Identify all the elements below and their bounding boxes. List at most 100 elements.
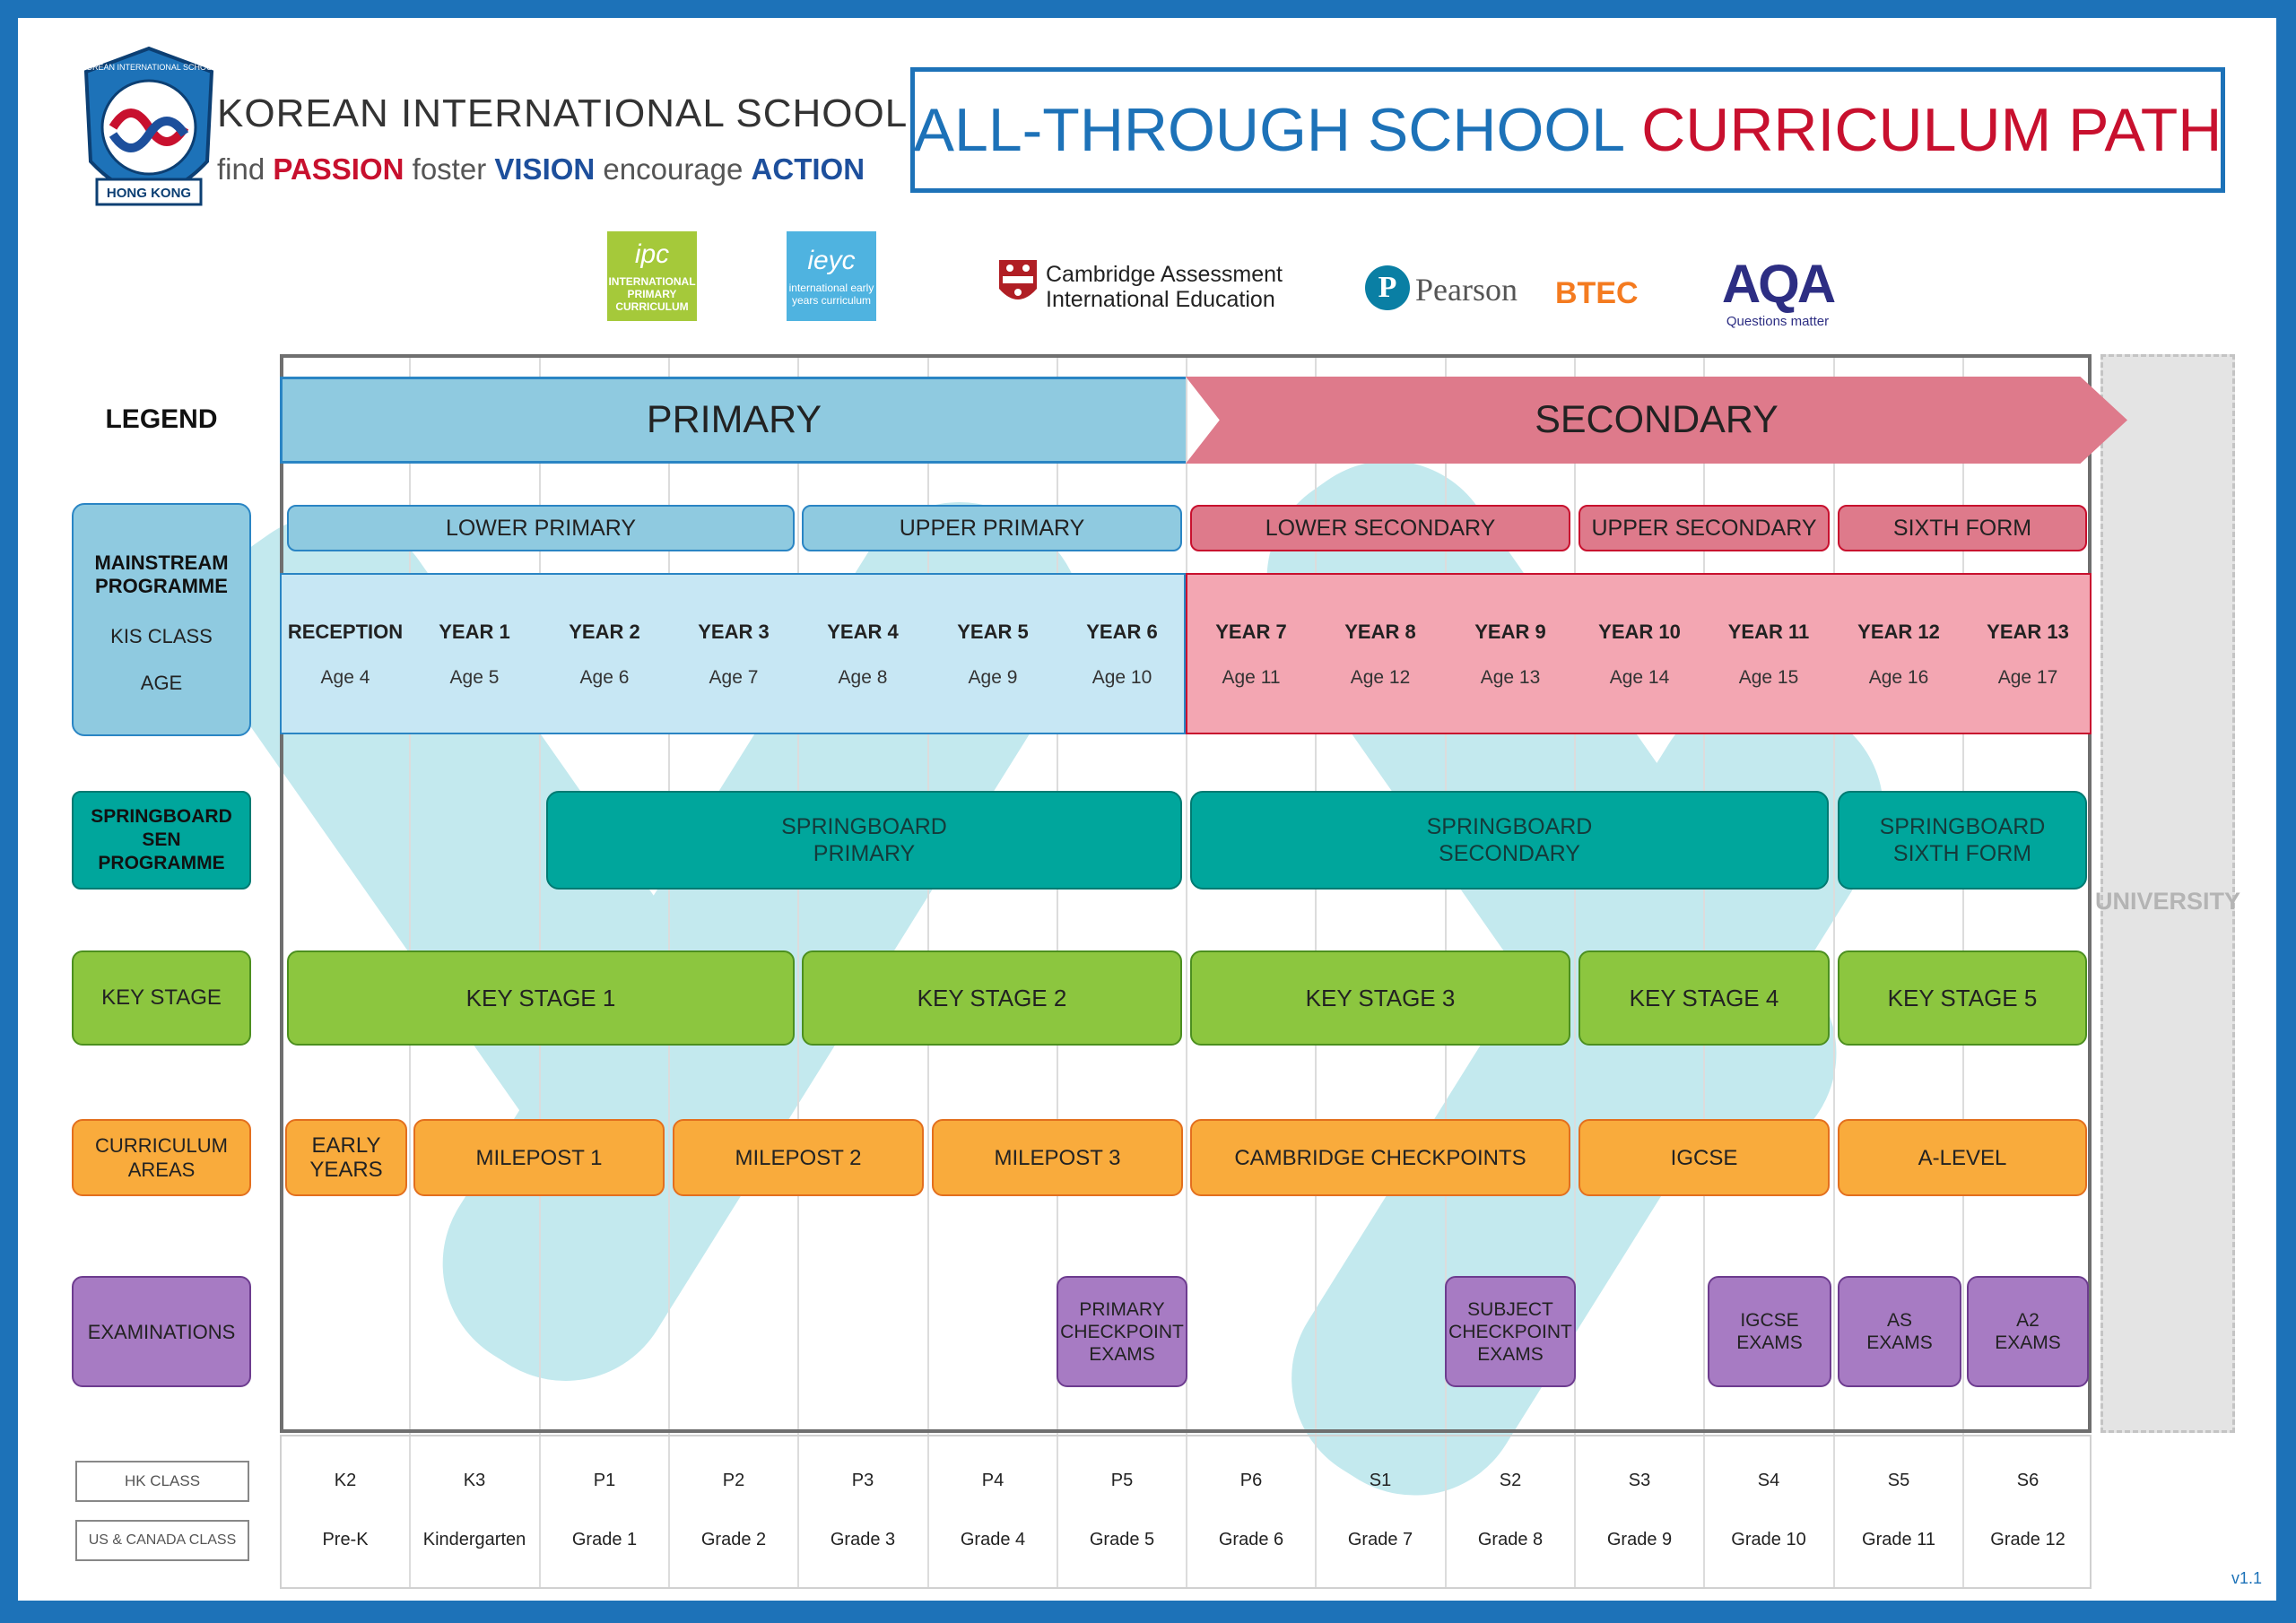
- tagline-word: encourage: [603, 152, 744, 186]
- pearson-name: Pearson: [1415, 272, 1518, 308]
- exam-label: SUBJECT: [1467, 1298, 1553, 1320]
- year-name: YEAR 13: [1987, 621, 2069, 643]
- exam-label: EXAMS: [1736, 1332, 1803, 1353]
- ieyc-logo: ieyc international early years curriculu…: [787, 231, 876, 321]
- cambridge-line-1: Cambridge Assessment: [1046, 262, 1283, 287]
- year-age: Age 9: [968, 667, 1018, 688]
- crest-ribbon-text: HONG KONG: [107, 186, 191, 201]
- springboard-label: SECONDARY: [1439, 841, 1580, 866]
- hk-class-cell: P6: [1239, 1471, 1263, 1490]
- ieyc-logo-mark: ieyc: [807, 246, 856, 275]
- cambridge-line-2: International Education: [1046, 287, 1275, 312]
- primary-band-label: PRIMARY: [646, 398, 822, 441]
- year-age: Age 4: [320, 667, 370, 688]
- class-equivalence-grid: [280, 1435, 2092, 1589]
- tagline-word: foster: [412, 152, 487, 186]
- exam-label: EXAMS: [1995, 1332, 2061, 1353]
- year-age: Age 10: [1091, 667, 1152, 688]
- springboard-secondary: SPRINGBOARD SECONDARY: [1190, 791, 1829, 890]
- phase-lower-secondary: LOWER SECONDARY: [1190, 505, 1570, 551]
- us-class-cell: Grade 6: [1218, 1530, 1284, 1549]
- us-class-cell: Pre-K: [322, 1530, 369, 1549]
- column-divider: [1833, 354, 1835, 1587]
- legend-text: PROGRAMME: [98, 853, 225, 873]
- year-name: YEAR 8: [1344, 621, 1416, 643]
- us-class-cell: Grade 12: [1990, 1530, 2066, 1549]
- springboard-sixth-form: SPRINGBOARD SIXTH FORM: [1838, 791, 2087, 890]
- year-age: Age 6: [579, 667, 630, 688]
- us-class-cell: Grade 1: [571, 1530, 638, 1549]
- aqa-name: AQA: [1721, 254, 1836, 314]
- year-cell: YEAR 4 Age 8: [798, 610, 927, 699]
- primary-years-row: [280, 573, 1186, 734]
- hk-class-cell: P4: [981, 1471, 1004, 1490]
- column-divider: [1574, 354, 1576, 1587]
- exam-label: A2: [2016, 1310, 2039, 1331]
- us-class-cell: Grade 5: [1089, 1530, 1155, 1549]
- version-label: v1.1: [2231, 1569, 2263, 1587]
- year-age: Age 8: [838, 667, 888, 688]
- exam-label: IGCSE: [1740, 1310, 1799, 1331]
- ipc-logo-text: INTERNATIONAL PRIMARY CURRICULUM: [608, 275, 696, 313]
- pearson-mark-icon: P: [1365, 265, 1410, 310]
- title-part-2: CURRICULUM PATH: [1641, 96, 2222, 164]
- school-name: KOREAN INTERNATIONAL SCHOOL: [217, 91, 909, 135]
- us-class-cell: Grade 4: [960, 1530, 1026, 1549]
- curriculum-a-level: A-LEVEL: [1838, 1119, 2087, 1196]
- phase-upper-primary: UPPER PRIMARY: [802, 505, 1182, 551]
- exam-label: CHECKPOINT: [1448, 1321, 1572, 1342]
- us-class-cell: Grade 8: [1477, 1530, 1544, 1549]
- year-age: Age 11: [1222, 667, 1281, 688]
- phase-sixth-form: SIXTH FORM: [1838, 505, 2087, 551]
- hk-class-cell: K3: [463, 1471, 486, 1490]
- us-class-cell: Grade 9: [1606, 1530, 1673, 1549]
- column-divider: [797, 354, 799, 1587]
- cambridge-logo-text: Cambridge Assessment International Educa…: [1046, 262, 1283, 312]
- springboard-label: SPRINGBOARD: [781, 814, 947, 839]
- crest-arc-text: KOREAN INTERNATIONAL SCHOOL: [81, 63, 217, 72]
- us-class-cell: Grade 11: [1862, 1530, 1935, 1549]
- primary-band: PRIMARY: [280, 377, 1186, 464]
- exam-a2: A2 EXAMS: [1967, 1276, 2089, 1387]
- curriculum-milepost-3: MILEPOST 3: [932, 1119, 1183, 1196]
- university-band: [2100, 354, 2235, 1433]
- legend-kis-class: KIS CLASS: [110, 625, 213, 647]
- hk-class-cell: P1: [593, 1471, 616, 1490]
- legend-text: SPRINGBOARD: [91, 806, 232, 827]
- legend-text: MAINSTREAM: [94, 551, 229, 574]
- springboard-label: SPRINGBOARD: [1426, 814, 1593, 839]
- legend-mainstream: MAINSTREAM PROGRAMME KIS CLASS AGE: [72, 503, 251, 736]
- key-stage-1: KEY STAGE 1: [287, 950, 795, 1046]
- pearson-btec-logo: P Pearson BTEC: [1365, 258, 1639, 317]
- legend-hk-class: HK CLASS: [75, 1461, 249, 1502]
- poster: HONG KONG KOREAN INTERNATIONAL SCHOOL KO…: [18, 18, 2276, 1601]
- us-class-cell: Kindergarten: [422, 1530, 526, 1549]
- hk-class-cell: P2: [722, 1471, 745, 1490]
- exam-as: AS EXAMS: [1838, 1276, 1961, 1387]
- title-part-1: ALL-THROUGH SCHOOL: [913, 96, 1626, 164]
- school-crest-logo: HONG KONG KOREAN INTERNATIONAL SCHOOL: [81, 46, 217, 206]
- column-divider: [1186, 354, 1187, 1587]
- legend-us-canada-class: US & CANADA CLASS: [75, 1520, 249, 1561]
- tagline-word: ACTION: [751, 152, 865, 186]
- university-label: UNIVERSITY: [2094, 887, 2241, 915]
- year-name: YEAR 9: [1474, 621, 1546, 643]
- year-name: YEAR 4: [827, 621, 899, 643]
- key-stage-3: KEY STAGE 3: [1190, 950, 1570, 1046]
- hk-class-cell: S6: [2016, 1471, 2039, 1490]
- exam-label: PRIMARY: [1079, 1298, 1165, 1320]
- curriculum-label: EARLY: [311, 1133, 381, 1158]
- school-tagline: find PASSION foster VISION encourage ACT…: [217, 152, 865, 187]
- secondary-band-label: SECONDARY: [1535, 398, 1779, 441]
- page-title: ALL-THROUGH SCHOOL CURRICULUM PATH: [910, 67, 2225, 193]
- exam-subject-checkpoint: SUBJECT CHECKPOINT EXAMS: [1445, 1276, 1576, 1387]
- legend-springboard: SPRINGBOARD SEN PROGRAMME: [72, 791, 251, 890]
